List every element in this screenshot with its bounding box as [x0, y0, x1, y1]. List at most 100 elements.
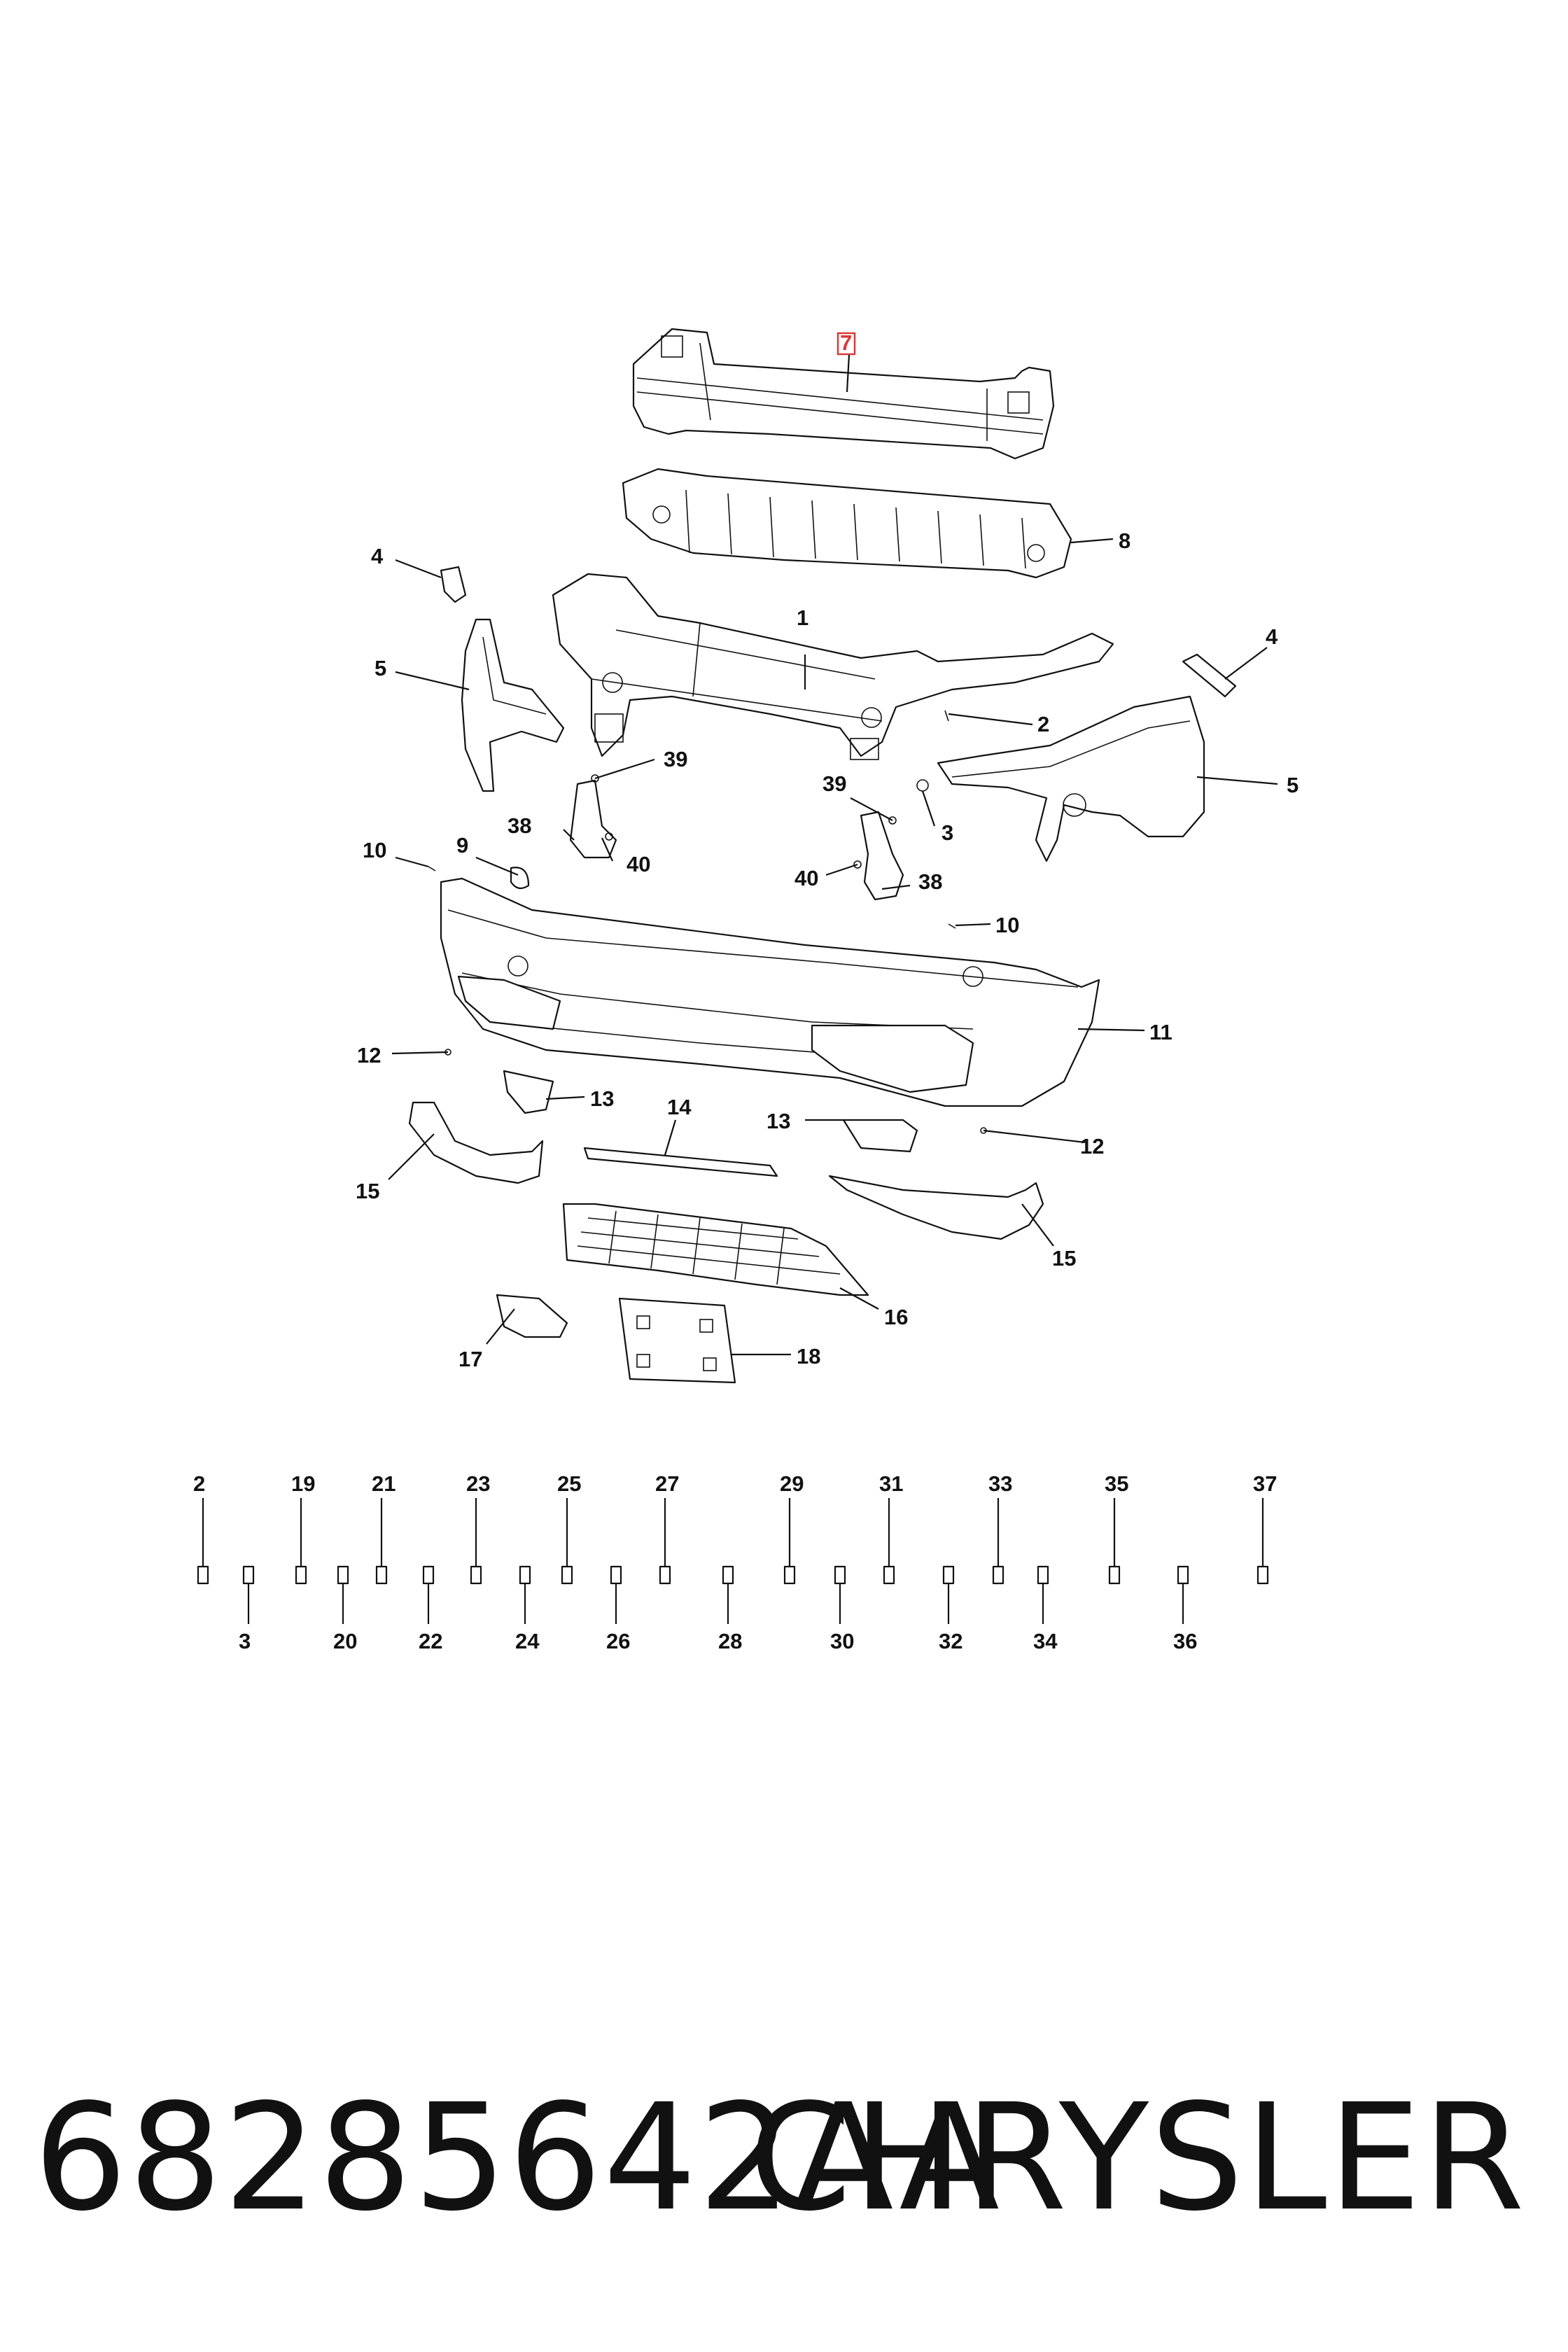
callout-12-right: 12 [1080, 1134, 1104, 1158]
lower-grille-part-16 [562, 1203, 869, 1296]
fastener-part-10-right [948, 923, 956, 929]
callout-13-left: 13 [590, 1086, 614, 1111]
fastener-label-30: 30 [830, 1629, 854, 1653]
fascia-carrier-part-1 [552, 573, 1114, 760]
bezel-part-15-left [408, 1101, 544, 1184]
fastener-label-26: 26 [606, 1629, 630, 1653]
energy-absorber-part-8 [622, 468, 1072, 579]
bracket-part-4-right [1182, 653, 1237, 698]
fastener-part-20 [337, 1565, 349, 1585]
fastener-label-36: 36 [1173, 1629, 1197, 1653]
callout-5-right: 5 [1287, 773, 1298, 797]
fastener-label-2: 2 [193, 1471, 205, 1496]
callout-8: 8 [1119, 528, 1130, 553]
fastener-label-20: 20 [333, 1629, 357, 1653]
fog-bezel-part-17 [496, 1294, 568, 1338]
fastener-part-24 [519, 1565, 531, 1585]
fastener-label-29: 29 [780, 1471, 804, 1496]
callout-15-left: 15 [356, 1179, 379, 1203]
fastener-label-33: 33 [988, 1471, 1012, 1496]
fastener-label-32: 32 [939, 1629, 962, 1653]
leader-lines [388, 354, 1278, 1356]
callout-38-right: 38 [918, 869, 942, 894]
callout-4-right: 4 [1266, 624, 1278, 649]
clip-part-3-upper [916, 779, 929, 792]
fastener-part-3 [242, 1565, 255, 1585]
bracket-part-38-left [569, 779, 617, 859]
side-bracket-part-5-right [937, 695, 1205, 862]
fastener-part-2 [197, 1565, 209, 1585]
callout-11: 11 [1149, 1020, 1172, 1044]
screw-part-39-left [591, 774, 599, 783]
fastener-label-37: 37 [1253, 1471, 1277, 1496]
fastener-part-34 [1037, 1565, 1049, 1585]
callout-2-upper: 2 [1037, 712, 1049, 736]
fastener-part-29 [783, 1565, 796, 1585]
exploded-parts-diagram: 7 8 4 4 1 5 5 2 39 39 3 38 38 40 40 10 9… [193, 328, 1298, 1653]
fastener-label-23: 23 [466, 1471, 490, 1496]
screw-part-39-right [888, 816, 897, 825]
grille-part-13-left [503, 1070, 554, 1114]
callout-39-right: 39 [822, 771, 846, 796]
fastener-part-33 [992, 1565, 1004, 1585]
fastener-part-31 [883, 1565, 895, 1585]
brand-name: CHRYSLER [748, 2072, 1526, 2244]
side-bracket-part-5-left [461, 618, 565, 792]
callout-40-left: 40 [626, 852, 650, 876]
nut-part-40-left [605, 832, 613, 841]
fastener-part-28 [722, 1565, 734, 1585]
grille-part-13-right [842, 1119, 918, 1153]
footer: 68285642AA CHRYSLER [0, 2072, 1568, 2282]
callout-15-right: 15 [1052, 1246, 1076, 1270]
fastener-part-36 [1177, 1565, 1189, 1585]
callout-5-left: 5 [374, 656, 386, 680]
fastener-part-19 [295, 1565, 307, 1585]
callout-13-right: 13 [766, 1109, 790, 1133]
fastener-label-31: 31 [879, 1471, 903, 1496]
callout-40-right: 40 [794, 866, 818, 890]
callout-7-highlight [836, 332, 856, 356]
fastener-part-22 [422, 1565, 435, 1585]
callout-labels: 7 8 4 4 1 5 5 2 39 39 3 38 38 40 40 10 9… [356, 330, 1298, 1371]
callout-4-left: 4 [371, 544, 384, 568]
bracket-part-38-right [860, 811, 904, 901]
callout-10-right: 10 [995, 913, 1019, 937]
license-bracket-part-18 [618, 1297, 736, 1384]
part-number: 68285642AA [34, 2072, 1002, 2244]
fastener-label-28: 28 [718, 1629, 742, 1653]
fastener-part-27 [659, 1565, 671, 1585]
callout-10-left: 10 [363, 838, 386, 862]
callout-12-left: 12 [357, 1043, 381, 1068]
molding-part-14 [583, 1147, 778, 1177]
fastener-label-27: 27 [655, 1471, 679, 1496]
fastener-label-34: 34 [1033, 1629, 1058, 1653]
fastener-part-23 [470, 1565, 482, 1585]
fastener-label-21: 21 [372, 1471, 396, 1496]
fastener-label-19: 19 [291, 1471, 315, 1496]
reinforcement-beam-part-7 [632, 328, 1055, 460]
callout-14: 14 [667, 1095, 692, 1119]
fastener-part-25 [561, 1565, 573, 1585]
fastener-label-35: 35 [1105, 1471, 1128, 1496]
fastener-part-35 [1108, 1565, 1121, 1585]
bumper-fascia-part-11 [440, 877, 1100, 1107]
fastener-part-26 [610, 1565, 622, 1585]
callout-38-left: 38 [507, 813, 531, 838]
fastener-label-25: 25 [557, 1471, 581, 1496]
callout-39-left: 39 [664, 747, 687, 771]
callout-9: 9 [456, 833, 468, 858]
callout-7: 7 [840, 330, 852, 355]
nut-part-40-right [853, 860, 862, 869]
fastener-part-21 [375, 1565, 388, 1585]
callout-3-upper: 3 [941, 820, 953, 845]
screw-part-2-upper [944, 710, 949, 722]
clip-part-9 [510, 867, 530, 890]
fastener-label-22: 22 [419, 1629, 442, 1653]
fastener-part-32 [942, 1565, 955, 1585]
callout-1: 1 [797, 606, 808, 630]
callout-17: 17 [458, 1347, 482, 1371]
bezel-part-15-right [828, 1175, 1044, 1240]
fastener-label-24: 24 [515, 1629, 540, 1653]
bracket-part-4-left [440, 566, 467, 603]
